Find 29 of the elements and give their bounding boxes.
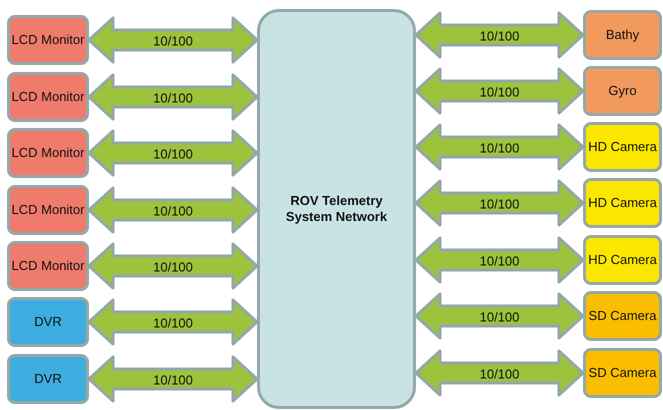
- edge-label: 10/100: [151, 204, 195, 218]
- device-box: LCD Monitor: [7, 15, 89, 65]
- device-box: HD Camera: [583, 122, 662, 172]
- edge-label: 10/100: [151, 372, 195, 388]
- device-box: HD Camera: [583, 178, 662, 228]
- edge-label: 10/100: [478, 254, 522, 268]
- edge-label: 10/100: [478, 310, 522, 324]
- edge-label: 10/100: [151, 146, 195, 162]
- device-box: HD Camera: [583, 235, 662, 285]
- device-box: LCD Monitor: [7, 72, 89, 122]
- device-box: SD Camera: [583, 348, 662, 398]
- network-box: ROV Telemetry System Network: [257, 9, 416, 409]
- device-box: LCD Monitor: [7, 128, 89, 178]
- device-box: SD Camera: [583, 291, 662, 341]
- edge-label: 10/100: [151, 316, 195, 330]
- device-box: LCD Monitor: [7, 185, 89, 235]
- edge-label: 10/100: [478, 84, 522, 100]
- device-box: DVR: [7, 354, 89, 404]
- edge-label: 10/100: [478, 140, 522, 156]
- device-box: Gyro: [583, 66, 662, 116]
- device-box: LCD Monitor: [7, 241, 89, 291]
- edge-label: 10/100: [151, 260, 195, 274]
- edge-label: 10/100: [478, 366, 522, 382]
- device-box: Bathy: [583, 10, 662, 60]
- edge-label: 10/100: [478, 28, 522, 44]
- device-box: DVR: [7, 297, 89, 347]
- edge-label: 10/100: [151, 90, 195, 106]
- edge-label: 10/100: [151, 34, 195, 48]
- edge-label: 10/100: [478, 196, 522, 212]
